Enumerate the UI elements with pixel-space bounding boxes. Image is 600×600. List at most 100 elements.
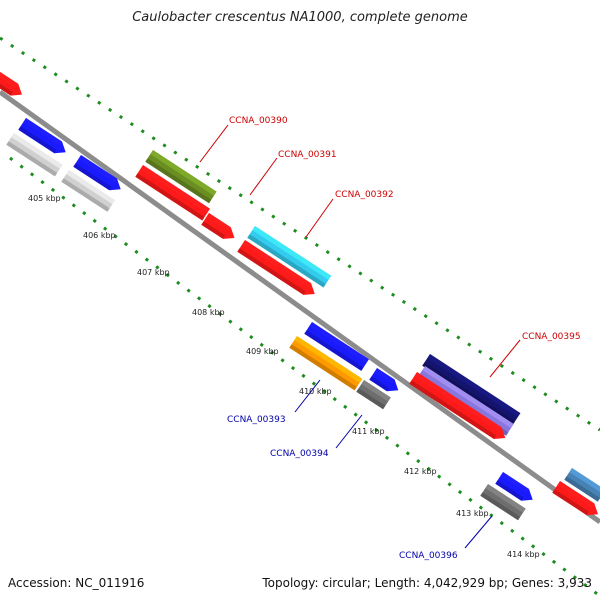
gene-ccna-00391[interactable] (201, 213, 235, 239)
gene-ccna-00392-highlight (252, 226, 332, 280)
kbp-labels: 405 kbp 406 kbp 407 kbp 408 kbp 409 kbp … (28, 194, 540, 559)
gene-ccna-00396[interactable] (480, 484, 526, 521)
gene-ccna-00390-shade (145, 158, 212, 204)
gene-lavender-00395-body (417, 366, 514, 436)
leader-ccna-00393 (294, 379, 321, 413)
gene-blue-409b[interactable] (369, 368, 399, 392)
accession-text: Accession: NC_011916 (8, 576, 145, 590)
gene-gray-406-body (61, 170, 115, 212)
gene-red-00395b[interactable] (409, 372, 506, 439)
leader-ccna-00390 (199, 124, 229, 163)
gene-ccna-00396-highlight (485, 484, 526, 513)
gene-red-00390b-highlight (140, 165, 210, 213)
gene-label-ccna-00390[interactable]: CCNA_00390 (229, 116, 288, 126)
kbp-label: 405 kbp (28, 194, 61, 203)
gene-blue-405a-body (18, 118, 66, 154)
gene-ccna-00390-body (145, 150, 217, 204)
gene-ccna-00394-body (356, 380, 391, 410)
gene-gray-405[interactable] (6, 133, 63, 177)
gene-ccna-00392-shade (247, 234, 326, 288)
gene-blue-409b-highlight (374, 368, 395, 384)
gene-ccna-00393[interactable] (289, 336, 363, 391)
gene-ccna-00390-highlight (150, 150, 217, 196)
gene-red-00390b-shade (135, 173, 205, 221)
gene-ccna-00393-highlight (294, 336, 363, 383)
gene-ccna-00391-body (201, 213, 235, 239)
gene-red-00392b-shade (237, 248, 306, 295)
gene-ccna-00395-highlight (427, 354, 521, 418)
kbp-label: 413 kbp (456, 509, 489, 518)
gene-gray-405-shade (6, 141, 58, 177)
gene-red-edge-shade (0, 83, 13, 96)
gene-red-00390b-body (135, 165, 210, 221)
gene-blue-413-shade (495, 480, 524, 501)
gene-red-00392b[interactable] (237, 240, 315, 295)
gene-label-ccna-00392[interactable]: CCNA_00392 (335, 190, 394, 200)
gene-gray-405-highlight (11, 133, 63, 169)
gene-features (0, 68, 600, 521)
gene-blue-409[interactable] (304, 322, 369, 371)
gene-blue-406a[interactable] (73, 155, 121, 191)
leader-ccna-00394 (335, 414, 363, 449)
gene-blue-413[interactable] (495, 472, 533, 501)
gene-gray-406[interactable] (61, 170, 115, 212)
gene-blue-409-highlight (309, 322, 369, 364)
tick-lines (0, 36, 600, 598)
gene-blue-409b-body (369, 368, 399, 392)
gene-red-edge-right[interactable] (552, 481, 598, 516)
kbp-label: 412 kbp (404, 467, 437, 476)
gene-ccna-00390[interactable] (145, 150, 217, 204)
kbp-label: 410 kbp (299, 387, 332, 396)
gene-lavender-00395-highlight (422, 366, 514, 429)
outer-tick-line (0, 36, 600, 432)
kbp-label: 406 kbp (83, 231, 116, 240)
gene-blue-409b-shade (369, 376, 390, 392)
gene-red-00395b-highlight (414, 372, 502, 432)
gene-blue-413-body (495, 472, 533, 501)
gene-red-edge-highlight (0, 71, 19, 88)
backbone-line (0, 89, 600, 525)
gene-ccna-00395[interactable] (422, 354, 521, 425)
kbp-label: 407 kbp (137, 268, 170, 277)
gene-ccna-00393-shade (289, 344, 357, 391)
gene-red-edge[interactable] (0, 68, 22, 96)
gene-ccna-00391-highlight (206, 213, 231, 232)
gene-ccna-00392-body (247, 226, 332, 288)
gene-ccna-00394-shade (356, 388, 386, 410)
genome-info-text: Topology: circular; Length: 4,042,929 bp… (262, 576, 592, 590)
backbone (0, 89, 600, 525)
gene-ccna-00394-highlight (361, 380, 391, 402)
map-title: Caulobacter crescentus NA1000, complete … (132, 10, 468, 25)
gene-ccna-00391-shade (201, 221, 226, 239)
gene-label-ccna-00396[interactable]: CCNA_00396 (399, 551, 458, 561)
gene-red-edge-right-shade (552, 489, 589, 516)
gene-ccna-00394[interactable] (356, 380, 391, 410)
gene-steel-edge[interactable] (564, 468, 600, 502)
gene-blue-405a[interactable] (18, 118, 66, 154)
gene-ccna-00392[interactable] (247, 226, 332, 288)
gene-label-ccna-00391[interactable]: CCNA_00391 (278, 150, 337, 160)
inner-tick-line (9, 156, 600, 598)
gene-ccna-00395-body (422, 354, 521, 425)
gene-blue-406a-highlight (78, 155, 117, 183)
gene-label-ccna-00395[interactable]: CCNA_00395 (522, 332, 581, 342)
leader-ccna-00392 (305, 198, 334, 238)
kbp-label: 411 kbp (352, 427, 385, 436)
gene-label-ccna-00394[interactable]: CCNA_00394 (270, 449, 329, 459)
gene-gray-406-shade (61, 178, 110, 212)
gene-ccna-00396-body (480, 484, 526, 521)
gene-label-ccna-00393[interactable]: CCNA_00393 (227, 415, 286, 425)
gene-blue-405a-shade (18, 126, 57, 154)
gene-red-00390b[interactable] (135, 165, 210, 221)
kbp-label: 414 kbp (507, 550, 540, 559)
leader-ccna-00391 (249, 157, 278, 196)
gene-gray-405-body (6, 133, 63, 177)
gene-blue-406a-shade (73, 163, 112, 191)
gene-red-edge-right-highlight (557, 481, 595, 508)
gene-red-00392b-body (237, 240, 315, 295)
gene-blue-409-body (304, 322, 369, 371)
gene-blue-406a-body (73, 155, 121, 191)
gene-name-labels: CCNA_00390 CCNA_00391 CCNA_00392 CCNA_00… (227, 116, 581, 561)
label-leaders (199, 124, 521, 549)
